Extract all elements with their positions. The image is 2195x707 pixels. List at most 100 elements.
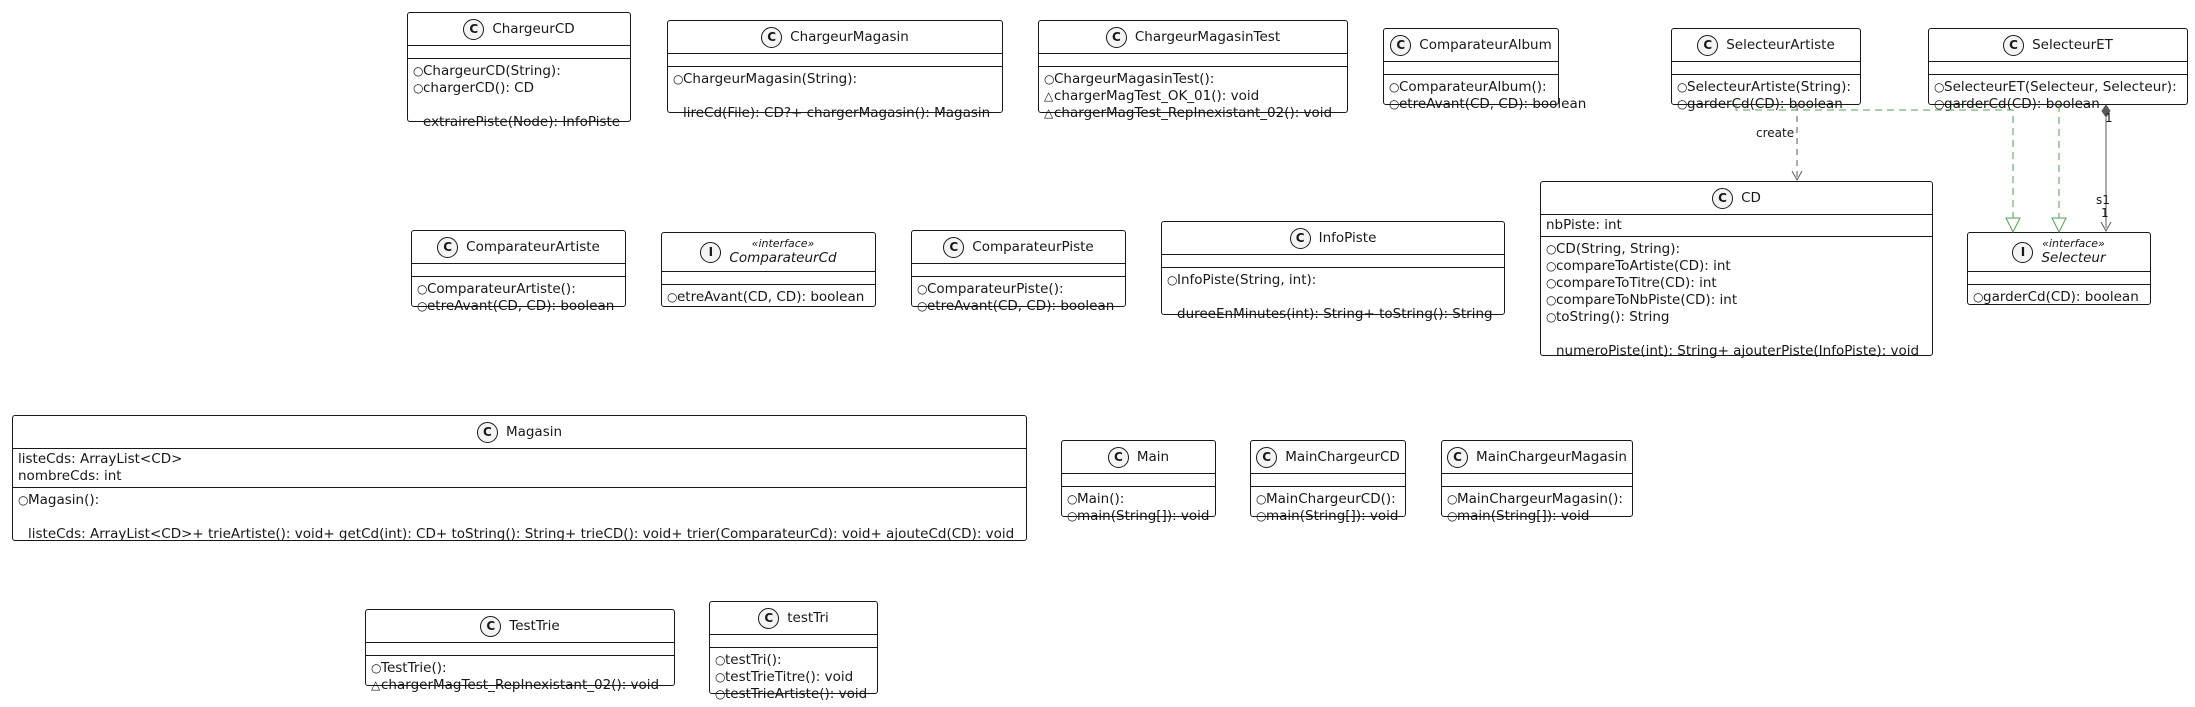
interface-badge-icon: I (2012, 241, 2034, 263)
method-signature: etreAvant(CD, CD): boolean (427, 298, 615, 314)
method-row: listeCds: ArrayList<CD>+ trieArtiste(): … (18, 526, 1021, 543)
method-signature: main(String[]): void (1077, 508, 1210, 524)
method-signature: chargerMagTest_OK_01(): void (1054, 88, 1260, 104)
public-visibility-icon: ○ (18, 493, 29, 507)
method-signature: main(String[]): void (1266, 508, 1399, 524)
class-badge-icon: C (758, 607, 780, 629)
class-titles: ChargeurMagasin (790, 29, 909, 46)
method-row: △chargerMagTest_RepInexistant_02(): void (371, 677, 669, 694)
class-name: MainChargeurCD (1285, 448, 1400, 465)
method-row: ○TestTrie(): (371, 660, 669, 677)
method-row: lireCd(File): CD?+ chargerMagasin(): Mag… (673, 105, 997, 122)
class-titles: Magasin (506, 424, 562, 441)
class-methods: ○ComparateurPiste():○etreAvant(CD, CD): … (912, 277, 1125, 319)
class-header: C Magasin (13, 416, 1026, 449)
class-titles: CD (1741, 190, 1761, 207)
public-visibility-icon: ○ (1256, 492, 1267, 506)
method-signature: InfoPiste(String, int): (1177, 272, 1317, 288)
public-visibility-icon: ○ (413, 81, 424, 95)
class-fields (1968, 272, 2150, 285)
public-visibility-icon: ○ (1934, 80, 1945, 94)
method-signature: MainChargeurCD(): (1266, 491, 1396, 507)
class-titles: MainChargeurCD (1285, 449, 1400, 466)
class-fields (408, 46, 630, 59)
public-visibility-icon: ○ (1044, 72, 1055, 86)
public-visibility-icon: ○ (1546, 310, 1557, 324)
method-signature: Main(): (1077, 491, 1125, 507)
class-name: ComparateurArtiste (466, 238, 600, 255)
class-fields (1251, 474, 1405, 487)
method-row: ○ChargeurMagasinTest(): (1044, 71, 1342, 88)
field-row: nbPiste: int (1546, 217, 1622, 233)
method-row: extrairePiste(Node): InfoPiste (413, 114, 625, 131)
method-signature: compareToArtiste(CD): int (1556, 258, 1731, 274)
public-visibility-icon: ○ (1546, 276, 1557, 290)
public-visibility-icon: ○ (715, 687, 726, 701)
class-fields (662, 272, 875, 285)
edge-composition-arrowhead (2100, 221, 2112, 233)
class-badge-icon: C (476, 421, 498, 443)
class-methods: ○ChargeurMagasinTest():△chargerMagTest_O… (1039, 67, 1347, 126)
method-signature: SelecteurArtiste(String): (1687, 79, 1851, 95)
class-methods: ○ComparateurArtiste():○etreAvant(CD, CD)… (412, 277, 625, 319)
class-titles: SelecteurET (2032, 37, 2113, 54)
package-visibility-icon: △ (1044, 89, 1054, 103)
public-visibility-icon: ○ (1256, 509, 1267, 523)
method-row: ○MainChargeurCD(): (1256, 491, 1400, 508)
class-methods: ○etreAvant(CD, CD): boolean (662, 285, 875, 310)
class-titles: ChargeurMagasinTest (1135, 29, 1280, 46)
class-titles: MainChargeurMagasin (1476, 449, 1627, 466)
interface-badge-icon: I (700, 241, 722, 263)
class-name: ChargeurMagasin (790, 28, 909, 45)
method-signature: etreAvant(CD, CD): boolean (677, 289, 865, 305)
class-fields (1162, 255, 1504, 268)
class-name: TestTrie (509, 617, 560, 634)
public-visibility-icon: ○ (667, 290, 678, 304)
class-badge-icon: C (480, 615, 502, 637)
public-visibility-icon: ○ (1067, 492, 1078, 506)
class-titles: InfoPiste (1319, 230, 1377, 247)
method-signature: toString(): String (1556, 309, 1670, 325)
edge-label-multiplicity-bottom: 1 (2101, 206, 2109, 220)
class-fields (1672, 62, 1860, 75)
class-name: InfoPiste (1318, 229, 1377, 246)
public-visibility-icon: ○ (417, 299, 428, 313)
class-methods: ○CD(String, String):○compareToArtiste(CD… (1541, 237, 1932, 364)
method-row: ○chargerCD(): CD (413, 80, 625, 97)
field-row: listeCds: ArrayList<CD> (18, 451, 183, 467)
public-visibility-icon: ○ (1067, 509, 1078, 523)
class-name: ChargeurMagasinTest (1134, 28, 1281, 45)
class-header: I«interface»ComparateurCd (662, 233, 875, 272)
method-row: ○testTrieArtiste(): void (715, 686, 872, 703)
method-signature: main(String[]): void (1457, 508, 1590, 524)
method-signature: listeCds: ArrayList<CD>+ trieArtiste(): … (28, 526, 1015, 542)
class-name: CD (1741, 189, 1761, 206)
edge-create-arrowhead (1791, 170, 1803, 182)
method-signature: ComparateurPiste(): (927, 281, 1064, 297)
class-name: ComparateurPiste (972, 238, 1094, 255)
method-signature: testTrieArtiste(): void (725, 686, 868, 702)
method-row: ○SelecteurArtiste(String): (1677, 79, 1855, 96)
public-visibility-icon: ○ (417, 282, 428, 296)
public-visibility-icon: ○ (1934, 97, 1945, 111)
class-fields (366, 643, 674, 656)
class-methods: ○testTri():○testTrieTitre(): void○testTr… (710, 648, 877, 707)
method-row: ○etreAvant(CD, CD): boolean (917, 298, 1120, 315)
class-fields (710, 635, 877, 648)
class-titles: TestTrie (509, 618, 559, 635)
method-row: ○ComparateurArtiste(): (417, 281, 620, 298)
